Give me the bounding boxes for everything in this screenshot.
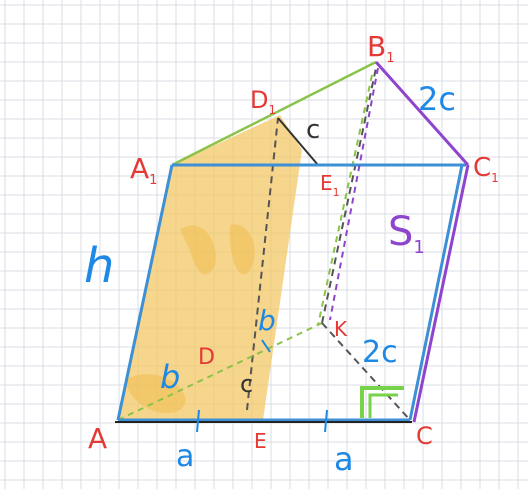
vertex-a: A [88, 422, 107, 455]
right-angle-mark [360, 386, 404, 418]
edge-k-b1 [321, 67, 377, 324]
label-a-left: a [176, 439, 194, 474]
vertex-d1: D1 [250, 86, 276, 117]
label-c-top: c [306, 115, 320, 145]
label-2c-bottom: 2c [362, 335, 398, 370]
label-2c-top: 2c [418, 80, 456, 118]
label-b-right: b [258, 304, 276, 337]
vertex-k: K [334, 317, 348, 341]
label-b-left: b [160, 358, 180, 396]
edge-c1-c [412, 164, 470, 423]
edge-d1-e1 [277, 117, 319, 166]
edge-c-c1 [408, 164, 464, 421]
vertex-a1: A1 [130, 152, 157, 188]
shaded-section [118, 115, 302, 420]
blue-edges [116, 163, 466, 422]
tick-marks [196, 339, 328, 433]
vertex-e1: E1 [320, 171, 340, 199]
edge-a-k [117, 322, 323, 421]
purple-edges [329, 61, 470, 423]
vertex-c1: C1 [473, 153, 499, 185]
vertex-d: D [198, 345, 215, 370]
edge-d-d1 [246, 117, 279, 411]
edge-b1-k [329, 67, 379, 321]
label-c-mid: c [240, 370, 253, 398]
label-s1: S1 [388, 209, 425, 258]
edge-a-a1 [116, 164, 174, 421]
vertex-e: E [254, 429, 267, 453]
edge-k-c [321, 322, 411, 421]
measure-labels: h 2c c S1 b b c 2c a a [84, 80, 456, 478]
label-a-right: a [334, 440, 354, 478]
vertex-b1: B1 [367, 30, 395, 66]
hidden-edges [117, 67, 411, 421]
vertex-c: C [416, 422, 433, 450]
vertex-labels: A A1 B1 C1 D1 E1 C D E K [88, 30, 499, 455]
edge-b1-c1 [374, 61, 470, 166]
edge-b1-e1-dashed [317, 74, 373, 326]
label-h: h [84, 238, 114, 294]
